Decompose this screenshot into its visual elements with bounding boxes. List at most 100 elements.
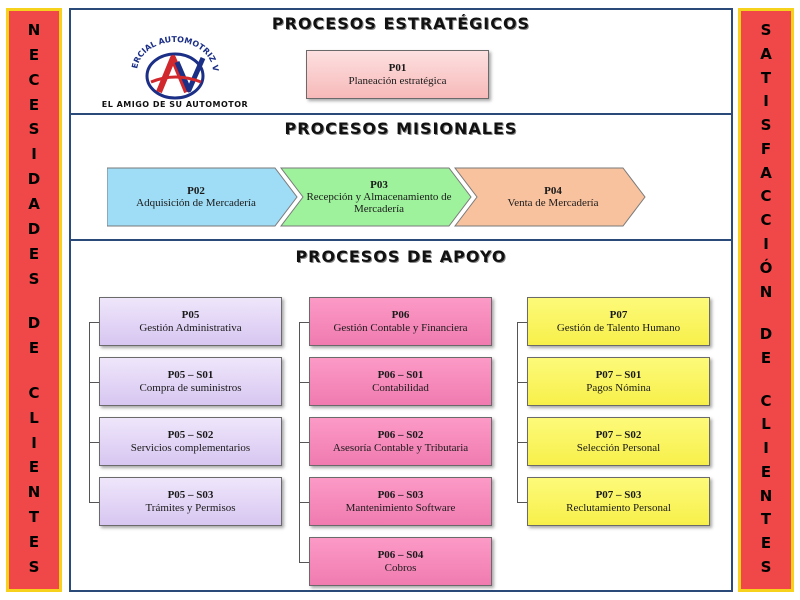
process-name: Asesoría Contable y Tributaria [332, 442, 469, 454]
chain-arrow-p04 [453, 167, 646, 227]
right-banner-letter: T [760, 68, 772, 87]
process-name: Compra de suministros [139, 382, 242, 394]
tree-connector-line [517, 321, 527, 323]
tree-connector-line [89, 321, 90, 502]
tree-connector-line [299, 321, 309, 323]
process-code: P05 – S01 [167, 369, 214, 381]
process-box-p01: P01 Planeación estratégica [306, 50, 489, 99]
tree-connector-line [517, 441, 527, 443]
tree-connector-line [89, 381, 99, 383]
left-banner-letter: S [28, 269, 40, 288]
right-banner-letter: F [760, 139, 772, 158]
left-banner-letter: D [27, 170, 41, 189]
process-code: P07 – S02 [595, 429, 642, 441]
process-code: P06 – S01 [377, 369, 424, 381]
left-banner-letter: S [28, 557, 40, 576]
process-code: P06 – S02 [377, 429, 424, 441]
right-banner-letter: T [760, 510, 772, 529]
right-banner-letter: D [759, 325, 773, 344]
process-name: Recepción y Almacenamiento de Mercadería [306, 191, 452, 215]
process-name: Mantenimiento Software [345, 502, 456, 514]
tree-connector-line [517, 501, 527, 503]
right-banner-letter: E [760, 534, 772, 553]
process-name: Pagos Nómina [586, 382, 651, 394]
process-code: P07 – S01 [595, 369, 642, 381]
process-code: P05 [181, 309, 200, 321]
process-name: Adquisición de Mercadería [136, 197, 256, 209]
left-banner-letter: E [28, 339, 40, 358]
left-banner-letter: C [28, 383, 40, 402]
left-banner-letter: I [31, 433, 37, 452]
right-banner-letter: E [760, 348, 772, 367]
right-banner-letter: E [760, 462, 772, 481]
left-banner-letter: E [28, 45, 40, 64]
tree-connector-line [299, 561, 309, 563]
logo-emblem-icon: COMERCIAL AUTOMOTRIZ VEGA [81, 25, 220, 100]
strategic-processes-section: PROCESOS ESTRATÉGICOS COMERCIAL AUTOMOTR… [69, 8, 733, 115]
tree-connector-line [299, 381, 309, 383]
tree-connector-line [299, 501, 309, 503]
process-code: P07 [609, 309, 628, 321]
right-banner-letter: N [759, 282, 773, 301]
right-banner-letter: I [763, 439, 769, 458]
right-banner-letter: S [760, 557, 772, 576]
process-code: P01 [388, 62, 407, 74]
left-banner-letter: D [27, 314, 41, 333]
tree-connector-line [89, 441, 99, 443]
missional-section-title: PROCESOS MISIONALES [284, 119, 518, 138]
process-code: P06 – S04 [377, 549, 424, 561]
right-banner-letter: S [760, 21, 772, 39]
tree-connector-line [517, 321, 518, 502]
process-name: Trámites y Permisos [145, 502, 236, 514]
right-banner-letter: A [760, 163, 772, 182]
process-name: Cobros [384, 562, 417, 574]
right-banner-letter: Ó [759, 258, 773, 277]
strategic-section-title: PROCESOS ESTRATÉGICOS [271, 14, 531, 33]
process-code: P06 [391, 309, 410, 321]
process-name: Reclutamiento Personal [566, 502, 671, 514]
right-banner-letter: S [760, 116, 772, 135]
right-banner-letter: I [763, 235, 769, 254]
process-name: Servicios complementarios [130, 442, 251, 454]
right-banner-letter: N [759, 486, 773, 505]
right-banner-letter: C [760, 391, 772, 410]
process-code: P02 [187, 185, 205, 197]
process-name: Planeación estratégica [348, 75, 447, 87]
left-banner-letter: A [28, 195, 40, 214]
tree-connector-line [89, 501, 99, 503]
left-banner-letter: D [27, 219, 41, 238]
left-banner-letter: E [28, 533, 40, 552]
process-code: P07 – S03 [595, 489, 642, 501]
left-banner-letter: L [29, 408, 39, 427]
logo-tagline: EL AMIGO DE SU AUTOMOTOR [101, 100, 249, 109]
chain-arrow-p02 [107, 167, 298, 227]
process-code: P05 – S03 [167, 489, 214, 501]
left-banner-letter: C [28, 70, 40, 89]
right-banner-letter: C [760, 187, 772, 206]
process-code: P05 – S02 [167, 429, 214, 441]
left-banner-letter: N [27, 21, 41, 39]
left-banner-letter: N [27, 483, 41, 502]
tree-connector-line [517, 381, 527, 383]
process-code: P06 – S03 [377, 489, 424, 501]
tree-connector-line [89, 321, 99, 323]
process-name: Gestión Contable y Financiera [333, 322, 468, 334]
left-banner-letter: E [28, 95, 40, 114]
process-name: Venta de Mercadería [507, 197, 599, 209]
left-banner-letter: E [28, 458, 40, 477]
